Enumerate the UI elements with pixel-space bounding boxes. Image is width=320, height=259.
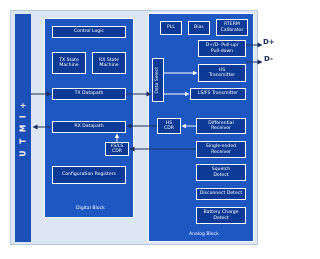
disconnect-detect-block: Disconnect Detect xyxy=(196,188,246,200)
battery-charge-detect-block: Battery Charge Detect xyxy=(196,207,246,224)
lsfs-transmitter-block: LS/FS Transmitter xyxy=(190,88,246,100)
control-logic-block: Control Logic xyxy=(52,26,126,38)
hs-cdr-block: HS CDR xyxy=(157,118,181,134)
tx-datapath-block: TX Datapath xyxy=(52,88,126,100)
pull-up-pull-down-block: D+/D- Pull-up/ Pull-down xyxy=(198,40,246,57)
hs-transmitter-block: HS Transmitter xyxy=(198,64,246,82)
configuration-registers-block: Configuration Registers xyxy=(52,166,126,184)
rx-datapath-block: RX Datapath xyxy=(52,121,126,133)
pll-block: PLL xyxy=(160,21,182,35)
digital-block xyxy=(44,18,134,218)
squelch-detect-block: Squelch Detect xyxy=(196,164,246,181)
rx-state-machine-block: RX State Machine xyxy=(92,52,126,74)
analog-block-label: Analog Block xyxy=(189,232,219,237)
data-select-block: Data Select xyxy=(152,58,164,102)
utmi-bus-bar: U T M I + xyxy=(15,14,31,242)
connector-layer xyxy=(31,42,263,152)
dminus-signal-label: D- xyxy=(264,55,273,63)
dplus-signal-label: D+ xyxy=(263,38,275,46)
rterm-calibrator-block: RTERM Calibrator xyxy=(216,19,248,36)
differential-receiver-block: Differential Receiver xyxy=(196,118,246,134)
tx-state-machine-block: TX State Machine xyxy=(52,52,86,74)
fs-ls-cdr-block: FS/LS CDR xyxy=(105,142,129,156)
bias-block: Bias xyxy=(188,21,210,35)
single-ended-receiver-block: Single-ended Receiver xyxy=(196,141,246,158)
digital-block-label: Digital Block xyxy=(76,206,105,211)
